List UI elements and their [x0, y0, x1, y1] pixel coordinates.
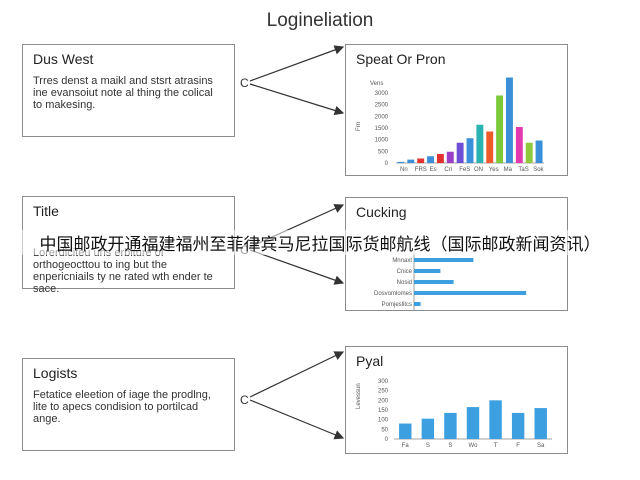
connector-label-1: C — [240, 76, 249, 90]
chart-1-bar — [486, 131, 494, 163]
arrow-3b — [249, 399, 345, 440]
left-box-1-heading: Dus West — [33, 51, 94, 67]
chart-3-ylabel: Levessun — [356, 383, 362, 409]
chart-1-bar — [446, 151, 454, 163]
left-box-3-text: Fetatice eleetion of iage the prodlng, l… — [33, 389, 211, 425]
chart-1-ytick: 3000 — [375, 91, 389, 97]
chart-1-xtick: Yes — [489, 167, 499, 173]
left-box-1: Dus West Trres denst a maikl and stsrt a… — [22, 44, 235, 137]
chart-3-bar — [466, 407, 480, 439]
chart-2-bar — [414, 291, 527, 295]
chart-1-ylabel: Frn — [356, 122, 362, 131]
chart-3-bar — [489, 400, 502, 439]
chart-1-bar — [397, 161, 405, 163]
chart-3-bar — [511, 412, 525, 439]
left-box-1-text: Trres denst a maikl and stsrt atrasins i… — [33, 75, 213, 111]
chart-1-ytick: 500 — [378, 149, 389, 155]
chart-2-bar — [414, 258, 474, 262]
chart-1-ytick: 1000 — [375, 138, 389, 144]
chart-1-ytick: 2000 — [375, 114, 389, 120]
diagram-title: Logineliation — [266, 10, 374, 31]
right-box-2-heading: Cucking — [356, 204, 407, 220]
chart-1-ytick-title: Vens — [370, 81, 383, 87]
chart-3-xtick: Wo — [469, 443, 479, 449]
chart-3-bar — [399, 423, 412, 439]
arrow-1b — [249, 83, 345, 116]
right-box-1-heading: Speat Or Pron — [356, 51, 446, 67]
chart-3-bar — [534, 408, 547, 439]
chart-1-xtick: FeS — [459, 167, 470, 173]
chart-3-ytick: 150 — [378, 408, 389, 414]
chart-3: Levessun 300 250 200 150 100 50 0Fa S S Wo T F Sa — [356, 379, 552, 449]
chart-3-xtick: S — [448, 443, 452, 449]
connector-label-3: C — [240, 393, 249, 407]
chart-1-bar — [456, 142, 464, 163]
chart-1-bar — [535, 140, 543, 163]
chart-1-bar — [436, 154, 444, 163]
left-box-3: Logists Fetatice eleetion of iage the pr… — [22, 358, 235, 451]
chart-3-ytick: 300 — [378, 379, 389, 385]
chart-3-xtick: S — [426, 443, 430, 449]
chart-3-ytick: 250 — [378, 389, 389, 395]
overlay-banner-text: 中国邮政开通福建福州至菲律宾马尼拉国际货邮航线（国际邮政新闻资讯） — [0, 230, 640, 255]
chart-1-xtick: Cri — [444, 167, 452, 173]
arrow-3a — [249, 351, 345, 398]
chart-1-bar — [506, 77, 513, 163]
right-box-3-heading: Pyal — [356, 353, 384, 369]
chart-3-xtick: T — [494, 443, 498, 449]
chart-1-bar — [525, 142, 533, 163]
left-box-3-heading: Logists — [33, 365, 78, 381]
arrow-2b — [249, 249, 345, 285]
chart-1-bar — [496, 95, 504, 163]
chart-2-bar — [414, 269, 441, 273]
chart-1-bar — [417, 158, 425, 163]
chart-3-xtick: Fa — [402, 443, 410, 449]
left-box-2-text: Lorerdiciteu uns erbiture of orthogeoctt… — [33, 247, 213, 295]
chart-3-ytick: 0 — [385, 437, 389, 443]
chart-1-ytick: 2500 — [375, 103, 389, 109]
chart-2-bar — [414, 280, 454, 284]
chart-3-xtick: F — [516, 443, 520, 449]
chart-3-ytick: 50 — [381, 427, 388, 433]
chart-1-bar — [476, 124, 484, 163]
chart-1-bar — [407, 159, 415, 163]
chart-2-category-label: Mnnaxt — [392, 258, 412, 264]
chart-1-xtick: Ma — [504, 167, 513, 173]
chart-1-ytick: 1500 — [375, 126, 389, 132]
chart-2-category-label: Dosvomlomes — [374, 291, 412, 297]
chart-3-bar — [421, 418, 435, 439]
chart-1-xtick: Nn — [400, 167, 408, 173]
chart-3-bar — [444, 412, 457, 439]
chart-2-category-label: Pomjeslitcs — [382, 302, 412, 308]
chart-1-xtick: Es — [430, 167, 437, 173]
arrow-1a — [249, 45, 345, 82]
chart-3-xtick: Sa — [537, 443, 545, 449]
chart-1-xtick: TaS — [518, 167, 528, 173]
chart-1-xtick: Sok — [533, 167, 544, 173]
chart-1-xtick: ON — [474, 167, 483, 173]
chart-3-ytick: 200 — [378, 398, 389, 404]
chart-3-ytick: 100 — [378, 418, 389, 424]
chart-1-xtick: FRS — [415, 167, 427, 173]
chart-1-ytick: 0 — [385, 161, 389, 167]
chart-1-bar — [427, 156, 434, 163]
chart-2-category-label: Nosid — [397, 280, 412, 286]
chart-2-bar — [414, 302, 421, 306]
left-box-2-heading: Title — [33, 203, 59, 219]
chart-2-category-label: Cnice — [397, 269, 413, 275]
chart-1-bar — [515, 127, 523, 163]
chart-1-bar — [466, 138, 474, 163]
